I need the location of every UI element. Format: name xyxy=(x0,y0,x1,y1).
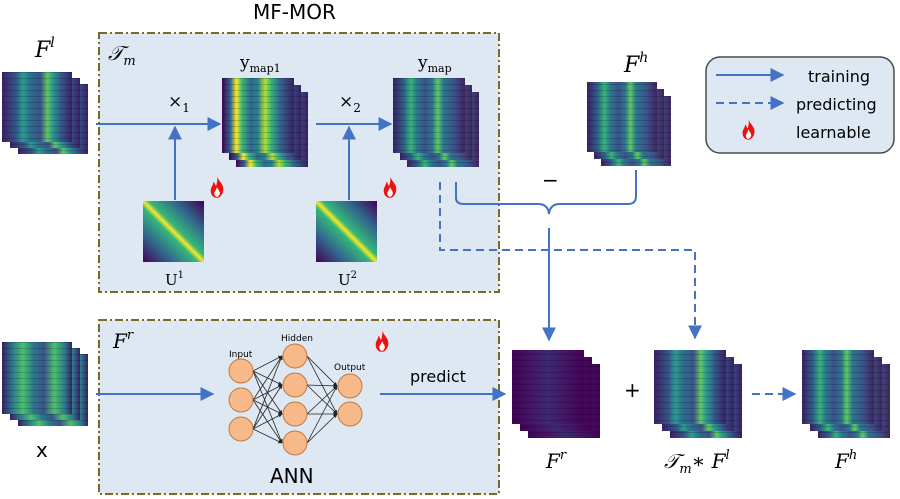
x-label: x xyxy=(36,438,48,462)
ann-hidden-label: Hidden xyxy=(281,334,313,344)
u1-label: U1 xyxy=(165,270,184,289)
times2-label: ×2 xyxy=(339,92,361,115)
ann-connection xyxy=(252,428,283,444)
ann-connection xyxy=(306,355,338,415)
ann-connection xyxy=(252,384,283,430)
ann-output-label: Output xyxy=(334,363,366,373)
fh-out-stack xyxy=(802,350,890,438)
ann-hidden-neuron xyxy=(282,401,308,427)
tmfl-label: 𝒯m∗ Fl xyxy=(664,448,730,477)
fh-stack xyxy=(587,82,671,166)
fl-label: Fl xyxy=(34,35,55,63)
ymap1-label: ymap1 xyxy=(239,53,281,75)
ann-connection xyxy=(252,355,283,430)
fh-out-label: Fh xyxy=(834,448,857,473)
ann-hidden-neuron xyxy=(282,372,308,398)
ann-connection xyxy=(252,355,283,401)
fr-box-label: Fr xyxy=(112,328,134,353)
ann-connection xyxy=(252,355,283,372)
ann-connection xyxy=(306,413,338,444)
u1-matrix xyxy=(143,201,204,262)
ann-network: Input Hidden Output xyxy=(228,334,366,456)
ymap1-stack xyxy=(222,78,308,167)
ann-hidden-neuron xyxy=(282,343,308,369)
legend-predicting: predicting xyxy=(796,95,877,114)
ymap-stack xyxy=(393,78,479,167)
u2-matrix xyxy=(316,201,377,262)
fr-out-label: Fr xyxy=(545,448,567,473)
ann-output-neuron xyxy=(337,373,363,399)
ymap-label: ymap xyxy=(417,53,452,75)
ann-input-neuron xyxy=(228,358,254,384)
fr-stack xyxy=(512,350,600,438)
ann-connection xyxy=(306,385,338,444)
ann-connection xyxy=(306,355,338,387)
times1-label: ×1 xyxy=(168,92,190,115)
legend-learnable: learnable xyxy=(796,123,871,142)
tmfl-stack xyxy=(654,350,742,438)
x-stack xyxy=(2,342,88,426)
ann-label: ANN xyxy=(270,464,314,488)
ann-output-neuron xyxy=(337,401,363,427)
minus-sign: − xyxy=(542,168,559,192)
ann-hidden-neuron xyxy=(282,430,308,456)
legend-training: training xyxy=(808,67,870,86)
title-text: MF-MOR xyxy=(253,0,336,24)
fl-stack xyxy=(2,72,88,154)
ann-input-neuron xyxy=(228,387,254,413)
ann-input-neuron xyxy=(228,416,254,442)
fh-label: Fh xyxy=(623,50,648,78)
ann-connection xyxy=(306,383,338,388)
difference-brace xyxy=(455,170,637,215)
plus-sign: + xyxy=(624,378,641,402)
u2-label: U2 xyxy=(338,270,357,289)
ann-connection xyxy=(252,413,283,430)
predict-label: predict xyxy=(410,367,466,386)
ann-input-label: Input xyxy=(229,350,253,360)
ann-connection xyxy=(306,385,338,415)
dashed-path-tm xyxy=(439,182,702,340)
